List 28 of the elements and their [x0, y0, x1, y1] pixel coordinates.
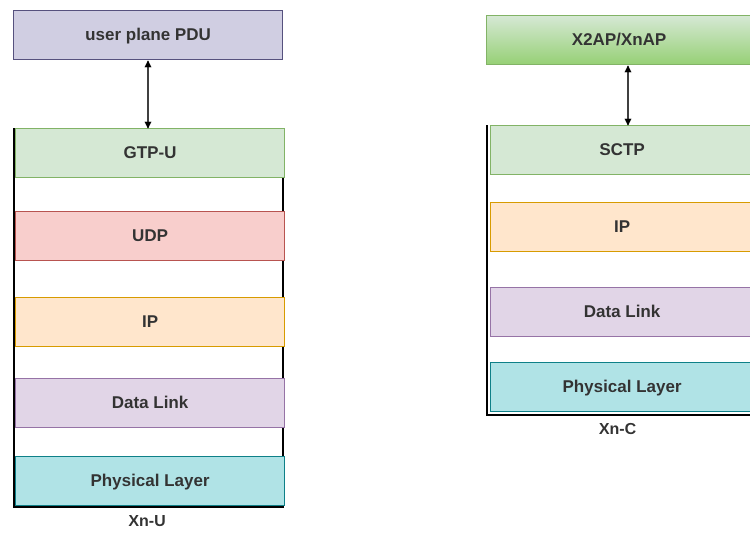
layer-box: [15, 456, 285, 506]
interface-label: Xn-U: [127, 513, 167, 531]
layer-label: IP: [142, 312, 158, 332]
layer-label: Data Link: [584, 302, 660, 322]
layer-label: UDP: [132, 226, 168, 246]
layer-label: GTP-U: [124, 143, 176, 163]
layer-box: [15, 297, 285, 347]
protocol-box: [486, 15, 750, 65]
stack-container: [486, 125, 750, 416]
protocol-box: [13, 10, 283, 60]
double-arrow: [624, 65, 632, 126]
layer-label: user plane PDU: [85, 25, 211, 45]
layer-box: [490, 125, 750, 175]
layer-box: [15, 378, 285, 428]
layer-label: Physical Layer: [90, 471, 210, 491]
layer-label: X2AP/XnAP: [572, 30, 666, 50]
layer-box: [15, 211, 285, 261]
layer-box: [490, 202, 750, 252]
double-arrow: [144, 60, 152, 129]
layer-box: [490, 362, 750, 412]
layer-label: IP: [614, 217, 630, 237]
stack-container: [13, 128, 284, 508]
layer-label: SCTP: [599, 140, 645, 160]
layer-label: Physical Layer: [562, 377, 682, 397]
layer-box: [490, 287, 750, 337]
layer-label: Data Link: [112, 393, 188, 413]
interface-label: Xn-C: [598, 421, 638, 439]
layer-box: [15, 128, 285, 178]
